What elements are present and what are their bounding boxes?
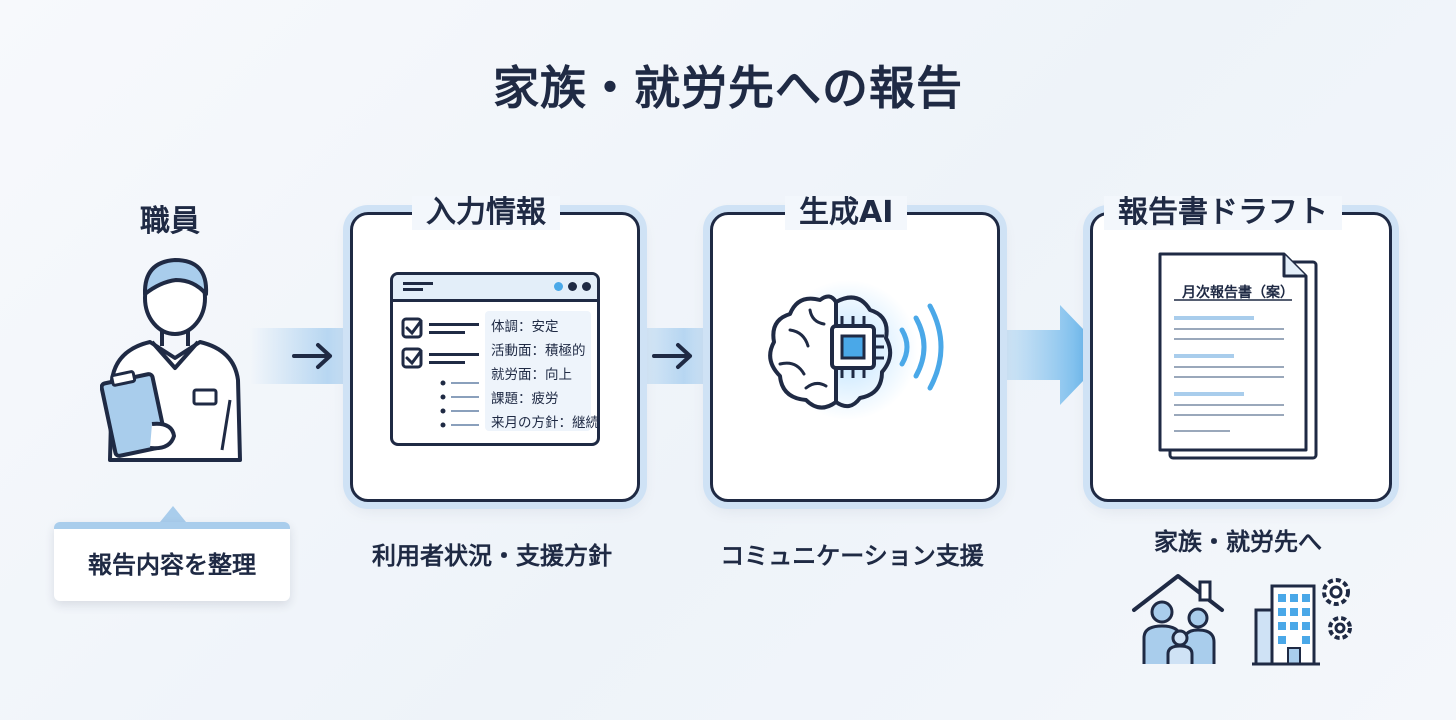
chip-icon — [830, 316, 884, 378]
generative-ai-caption: コミュニケーション支援 — [720, 542, 984, 570]
input-info-caption: 利用者状況・支援方針 — [372, 542, 612, 570]
page-title: 家族・就労先への報告 — [493, 61, 963, 115]
house-family-icon — [1132, 574, 1224, 664]
note-pointer — [160, 506, 186, 522]
office-building-icon — [1252, 578, 1352, 666]
generative-ai-title: 生成AI — [785, 196, 908, 230]
form-item-activity: 活動面：積極的 — [491, 343, 586, 359]
staff-note-card: 報告内容を整理 — [54, 522, 290, 601]
report-draft-title: 報告書ドラフト — [1104, 196, 1342, 230]
report-draft-caption: 家族・就労先へ — [1154, 528, 1322, 556]
arrow-right-icon — [292, 343, 332, 369]
report-doc-title: 月次報告書（案） — [1182, 285, 1294, 301]
clipboard-icon — [100, 370, 176, 458]
staff-note-text: 報告内容を整理 — [88, 551, 256, 579]
brain-icon — [768, 280, 944, 420]
gear-icon — [1322, 578, 1352, 640]
window-titlebar — [393, 275, 597, 302]
input-form-window: 体調：安定 活動面：積極的 就労面：向上 課題：疲労 来月の方針：継続 — [390, 272, 600, 446]
checkbox-icon — [401, 317, 479, 428]
form-values-box: 体調：安定 活動面：積極的 就労面：向上 課題：疲労 来月の方針：継続 — [485, 311, 597, 431]
signal-waves-icon — [899, 303, 944, 391]
form-item-issue: 課題：疲労 — [491, 391, 559, 407]
staff-label: 職員 — [140, 204, 200, 239]
input-info-title: 入力情報 — [412, 196, 560, 230]
arrow-right-icon — [652, 343, 692, 369]
form-item-work: 就労面：向上 — [491, 367, 572, 383]
document-icon — [1158, 252, 1318, 460]
form-item-next-plan: 来月の方針：継続 — [491, 415, 599, 431]
form-item-condition: 体調：安定 — [491, 319, 559, 335]
